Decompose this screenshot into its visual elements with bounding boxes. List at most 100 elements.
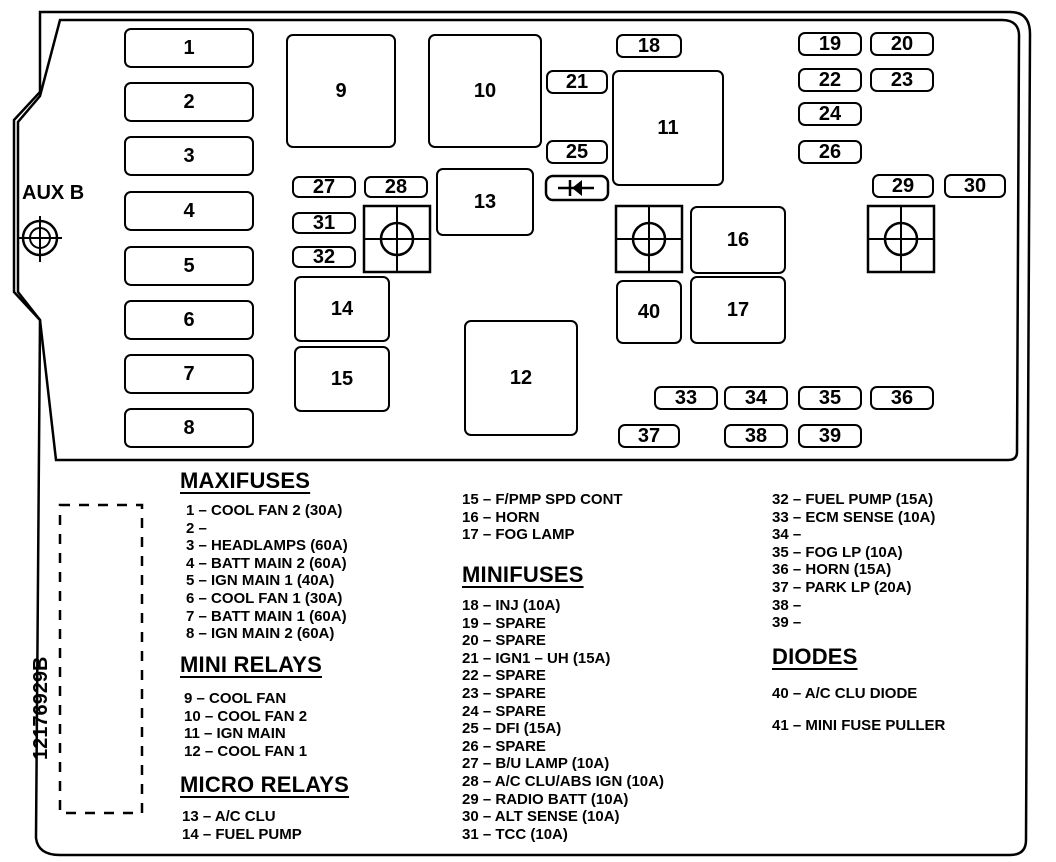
list-item: 7 – BATT MAIN 1 (60A)	[186, 607, 347, 625]
minifuse-30[interactable]: 30	[944, 174, 1006, 198]
maxifuses-list: 1 – COOL FAN 2 (30A) 2 – 3 – HEADLAMPS (…	[186, 502, 348, 643]
minifuse-24[interactable]: 24	[798, 102, 862, 126]
other-list: 41 – MINI FUSE PULLER	[772, 717, 945, 735]
list-item: 28 – A/C CLU/ABS IGN (10A)	[462, 772, 664, 790]
list-item: 30 – ALT SENSE (10A)	[462, 808, 620, 826]
maxifuse-3[interactable]: 3	[124, 136, 254, 176]
minifuse-35[interactable]: 35	[798, 386, 862, 410]
relays-15-17-list: 15 – F/PMP SPD CONT 16 – HORN 17 – FOG L…	[462, 491, 623, 544]
list-item: 36 – HORN (15A)	[772, 561, 892, 579]
list-item: 26 – SPARE	[462, 737, 546, 755]
mini-relays-list: 9 – COOL FAN 10 – COOL FAN 2 11 – IGN MA…	[184, 690, 307, 760]
diode-40[interactable]: 40	[616, 280, 682, 344]
list-item: 19 – SPARE	[462, 614, 546, 632]
list-item: 15 – F/PMP SPD CONT	[462, 491, 623, 508]
micro-relays-title: MICRO RELAYS	[180, 772, 350, 797]
list-item: 2 –	[186, 519, 207, 537]
minifuse-34[interactable]: 34	[724, 386, 788, 410]
list-item: 27 – B/U LAMP (10A)	[462, 755, 610, 773]
list-item: 39 –	[772, 614, 802, 632]
relay-11[interactable]: 11	[612, 70, 724, 186]
list-item: 11 – IGN MAIN	[184, 725, 286, 743]
mount-bolt-icon	[614, 204, 684, 274]
maxifuse-5[interactable]: 5	[124, 246, 254, 286]
list-item: 5 – IGN MAIN 1 (40A)	[186, 572, 335, 590]
list-item: 29 – RADIO BATT (10A)	[462, 790, 629, 808]
list-item: 23 – SPARE	[462, 684, 546, 702]
minifuse-31[interactable]: 31	[292, 212, 356, 234]
list-item: 4 – BATT MAIN 2 (60A)	[186, 554, 347, 572]
diodes-title: DIODES	[772, 644, 858, 669]
relay-9[interactable]: 9	[286, 34, 396, 148]
maxifuse-6[interactable]: 6	[124, 300, 254, 340]
list-item: 25 – DFI (15A)	[462, 720, 562, 738]
mount-bolt-icon	[866, 204, 936, 274]
minifuse-19[interactable]: 19	[798, 32, 862, 56]
aux-stud-icon	[18, 216, 62, 262]
list-item: 14 – FUEL PUMP	[182, 825, 302, 843]
list-item: 20 – SPARE	[462, 632, 546, 650]
diode-icon	[544, 174, 610, 202]
minifuse-37[interactable]: 37	[618, 424, 680, 448]
minifuse-32[interactable]: 32	[292, 246, 356, 268]
minifuse-33[interactable]: 33	[654, 386, 718, 410]
relay-15[interactable]: 15	[294, 346, 390, 412]
minifuse-23[interactable]: 23	[870, 68, 934, 92]
relay-13[interactable]: 13	[436, 168, 534, 236]
minifuse-29[interactable]: 29	[872, 174, 934, 198]
list-item: 24 – SPARE	[462, 702, 546, 720]
minifuse-39[interactable]: 39	[798, 424, 862, 448]
list-item: 17 – FOG LAMP	[462, 526, 575, 544]
list-item: 8 – IGN MAIN 2 (60A)	[186, 625, 335, 643]
list-item: 9 – COOL FAN	[184, 690, 287, 707]
minifuse-26[interactable]: 26	[798, 140, 862, 164]
list-item: 12 – COOL FAN 1	[184, 742, 308, 760]
minifuse-38[interactable]: 38	[724, 424, 788, 448]
mount-bolt-icon	[362, 204, 432, 274]
list-item: 22 – SPARE	[462, 667, 546, 685]
list-item: 18 – INJ (10A)	[462, 597, 561, 614]
relay-10[interactable]: 10	[428, 34, 542, 148]
maxifuse-8[interactable]: 8	[124, 408, 254, 448]
list-item: 33 – ECM SENSE (10A)	[772, 508, 936, 526]
maxifuses-title: MAXIFUSES	[180, 468, 311, 493]
list-item: 31 – TCC (10A)	[462, 825, 568, 843]
list-item: 40 – A/C CLU DIODE	[772, 685, 918, 702]
list-item: 3 – HEADLAMPS (60A)	[186, 537, 348, 555]
list-item: 21 – IGN1 – UH (15A)	[462, 649, 611, 667]
micro-relays-list: 13 – A/C CLU 14 – FUEL PUMP	[182, 808, 302, 843]
list-item: 6 – COOL FAN 1 (30A)	[186, 589, 343, 607]
minifuse-20[interactable]: 20	[870, 32, 934, 56]
minifuse-28[interactable]: 28	[364, 176, 428, 198]
minifuse-18[interactable]: 18	[616, 34, 682, 58]
part-label-area	[58, 503, 144, 815]
minifuse-21[interactable]: 21	[546, 70, 608, 94]
minifuse-27[interactable]: 27	[292, 176, 356, 198]
aux-b-label: AUX B	[22, 182, 85, 204]
minifuse-25[interactable]: 25	[546, 140, 608, 164]
list-item: 16 – HORN	[462, 508, 540, 526]
maxifuse-4[interactable]: 4	[124, 191, 254, 231]
list-item: 32 – FUEL PUMP (15A)	[772, 491, 934, 508]
diodes-list: 40 – A/C CLU DIODE	[772, 685, 917, 703]
minifuses-title: MINIFUSES	[462, 562, 584, 587]
maxifuse-7[interactable]: 7	[124, 354, 254, 394]
relay-16[interactable]: 16	[690, 206, 786, 274]
minifuse-22[interactable]: 22	[798, 68, 862, 92]
list-item: 13 – A/C CLU	[182, 808, 276, 825]
list-item: 41 – MINI FUSE PULLER	[772, 717, 946, 734]
list-item: 38 –	[772, 596, 802, 614]
list-item: 37 – PARK LP (20A)	[772, 578, 912, 596]
minifuse-36[interactable]: 36	[870, 386, 934, 410]
maxifuse-1[interactable]: 1	[124, 28, 254, 68]
relay-12[interactable]: 12	[464, 320, 578, 436]
maxifuse-2[interactable]: 2	[124, 82, 254, 122]
part-number: 12176929B	[30, 656, 52, 760]
list-item: 1 – COOL FAN 2 (30A)	[186, 502, 343, 519]
minifuses-list: 18 – INJ (10A) 19 – SPARE 20 – SPARE 21 …	[462, 597, 664, 843]
fuses-32-39-list: 32 – FUEL PUMP (15A) 33 – ECM SENSE (10A…	[772, 491, 935, 632]
relay-17[interactable]: 17	[690, 276, 786, 344]
relay-14[interactable]: 14	[294, 276, 390, 342]
